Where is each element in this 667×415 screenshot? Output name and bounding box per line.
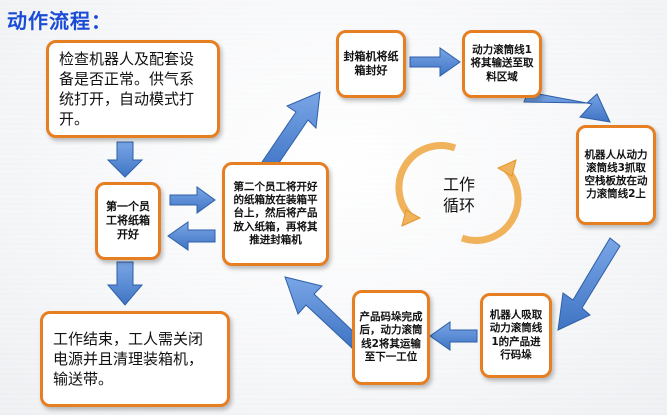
step-first-worker: 第一个员工将纸箱开好 [95, 182, 161, 260]
arrow-diag-down-2 [557, 237, 621, 331]
cycle-ring [395, 142, 522, 244]
arrow-left-1 [167, 221, 216, 251]
page-title: 动作流程： [7, 9, 112, 33]
step-robot-stack: 机器人吸取动力滚筒线1的产品进行码垛 [480, 293, 552, 378]
arrow-diag-down-1 [523, 91, 611, 123]
arrow-right-1 [169, 186, 216, 214]
step-end-work-text: 工作结束，工人需关闭电源并且清理装箱机，输送带。 [53, 329, 204, 389]
arrow-down-1 [106, 141, 144, 178]
arrow-diag-up [259, 91, 321, 174]
step-second-worker-text: 第二个员工将开好的纸箱放在装箱平台上，然后将产品放入纸箱，再将其推进封箱机 [233, 181, 318, 246]
step-second-worker: 第二个员工将开好的纸箱放在装箱平台上，然后将产品放入纸箱，再将其推进封箱机 [222, 162, 329, 266]
step-conveyor-1: 动力滚筒线1将其输送至取料区域 [462, 30, 542, 98]
cycle-arrowhead-1 [401, 209, 422, 227]
step-first-worker-text: 第一个员工将纸箱开好 [106, 200, 150, 241]
step-conveyor-1-text: 动力滚筒线1将其输送至取料区域 [470, 44, 534, 83]
step-seal-box: 封箱机将纸箱封好 [336, 30, 406, 98]
arrow-left-2 [429, 321, 478, 351]
arrow-down-2 [106, 261, 144, 306]
step-pallet-done-text: 产品码垛完成后，动力滚筒线2将其运输至下一工位 [359, 311, 423, 363]
cycle-arrowhead-2 [496, 159, 517, 177]
step-end-work: 工作结束，工人需关闭电源并且清理装箱机，输送带。 [40, 311, 230, 407]
step-seal-box-text: 封箱机将纸箱封好 [343, 50, 399, 77]
cycle-label: 工作 循环 [429, 175, 489, 217]
step-robot-stack-text: 机器人吸取动力滚筒线1的产品进行码垛 [489, 309, 543, 361]
cycle-label-line-1: 工作 [442, 175, 475, 194]
step-check-equipment-text: 检查机器人及配套设备是否正常。供气系统打开，自动模式打开。 [59, 49, 195, 129]
step-robot-take-board: 机器人从动力滚筒线3抓取空栈板放在动力滚筒线2上 [576, 125, 656, 225]
step-robot-take-board-text: 机器人从动力滚筒线3抓取空栈板放在动力滚筒线2上 [584, 148, 648, 201]
cycle-label-line-2: 循环 [442, 195, 475, 215]
step-pallet-done: 产品码垛完成后，动力滚筒线2将其运输至下一工位 [352, 290, 430, 385]
step-check-equipment: 检查机器人及配套设备是否正常。供气系统打开，自动模式打开。 [46, 40, 220, 138]
arrow-diag-up-left [284, 276, 361, 349]
arrow-right-2 [409, 47, 461, 77]
